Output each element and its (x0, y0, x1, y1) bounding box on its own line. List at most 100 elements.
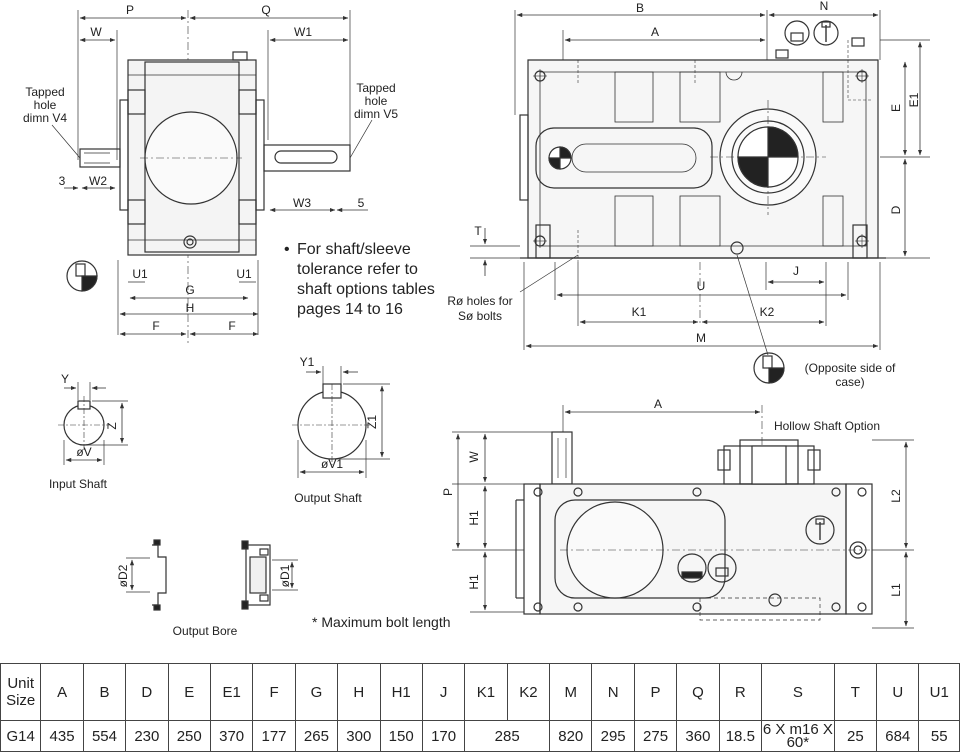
output-shaft-section (292, 366, 390, 478)
label-V: øV (76, 445, 91, 459)
label-E1: E1 (907, 92, 921, 107)
value-cell: 150 (379, 720, 423, 752)
label-D2: øD2 (116, 564, 130, 587)
value-cell: 554 (82, 720, 127, 752)
value-cell: 435 (40, 720, 84, 752)
header-cell: K1 (464, 663, 508, 721)
header-cell: G (294, 663, 339, 721)
output-bore-caption: Output Bore (173, 624, 238, 638)
label-M: M (696, 331, 706, 345)
value-cell: 370 (209, 720, 254, 752)
tolerance-line-3: shaft options tables (297, 281, 435, 298)
label-A-front: A (651, 25, 659, 39)
label-L1: L1 (889, 583, 903, 597)
header-cell: H1 (379, 663, 423, 721)
output-bore (126, 539, 298, 611)
header-cell: F (252, 663, 296, 721)
tapped-v5-line3: dimn V5 (354, 107, 398, 121)
input-shaft-caption: Input Shaft (49, 477, 108, 491)
dimension-table: Unit Size A B D E E1 F G H H1 J K1 K2 M … (0, 663, 960, 752)
label-J: J (793, 264, 799, 278)
label-U: U (697, 279, 706, 293)
value-cell: 250 (167, 720, 211, 752)
label-A-top: A (654, 397, 662, 411)
value-cell: 25 (833, 720, 878, 752)
value-cell: 265 (294, 720, 339, 752)
tapped-v4-line1: Tapped (25, 85, 64, 99)
header-cell: N (591, 663, 635, 721)
label-U1-left: U1 (132, 267, 148, 281)
label-V1: øV1 (321, 457, 343, 471)
label-N: N (820, 0, 829, 13)
header-cell: P (633, 663, 678, 721)
tolerance-line-2: tolerance refer to (297, 261, 418, 278)
value-cell-k1-k2: 285 (464, 720, 551, 752)
opposite-note-line1: (Opposite side of (805, 361, 896, 375)
holes-note-line2: Sø bolts (458, 309, 502, 323)
label-5: 5 (358, 196, 365, 210)
tapped-v4-line2: hole (34, 98, 57, 112)
label-W3: W3 (293, 196, 311, 210)
value-cell: 300 (337, 720, 381, 752)
bolt-note: * Maximum bolt length (312, 614, 451, 630)
label-U1-right: U1 (236, 267, 252, 281)
tolerance-line-4: pages 14 to 16 (297, 301, 403, 318)
value-cell: 177 (252, 720, 296, 752)
label-Z: Z (105, 422, 119, 429)
header-cell: Unit Size (0, 663, 42, 721)
header-cell: H (337, 663, 381, 721)
table-header-row: Unit Size A B D E E1 F G H H1 J K1 K2 M … (0, 663, 960, 721)
header-cell: D (125, 663, 169, 721)
bullet-icon: • (284, 241, 290, 258)
label-H1-lower: H1 (467, 574, 481, 590)
front-view-labels: B N A E1 E D T J U K1 K2 M Rø holes for … (447, 0, 921, 389)
label-W-top: W (467, 451, 481, 463)
header-cell: B (82, 663, 127, 721)
label-W: W (90, 25, 102, 39)
value-cell: G14 (0, 720, 42, 752)
header-cell: J (421, 663, 466, 721)
top-view (452, 405, 914, 629)
hollow-shaft-caption: Hollow Shaft Option (774, 419, 880, 433)
value-cell-s: 6 X m16 X 60* (761, 720, 835, 752)
label-T: T (474, 224, 482, 238)
header-cell: E (167, 663, 211, 721)
top-view-labels: A Hollow Shaft Option W P H1 H1 L2 L1 (441, 397, 903, 597)
label-F-right: F (228, 319, 235, 333)
tapped-v4-line3: dimn V4 (23, 111, 67, 125)
dimension-drawing: P Q W W1 3 W2 W3 5 U1 U1 G H F F Tapped … (23, 0, 930, 638)
side-view (51, 10, 373, 345)
label-D1: øD1 (278, 564, 292, 587)
value-cell: 820 (549, 720, 593, 752)
header-cell: Q (676, 663, 720, 721)
value-cell: 684 (876, 720, 920, 752)
label-F-left: F (152, 319, 159, 333)
label-H: H (186, 301, 195, 315)
label-Y1: Y1 (300, 355, 315, 369)
header-cell: U (876, 663, 920, 721)
label-B: B (636, 1, 644, 15)
header-cell: M (549, 663, 593, 721)
header-cell: U1 (918, 663, 960, 721)
side-view-labels: P Q W W1 3 W2 W3 5 U1 U1 G H F F Tapped … (23, 3, 398, 333)
label-Q: Q (261, 3, 270, 17)
label-K1: K1 (632, 305, 647, 319)
value-cell: 230 (125, 720, 169, 752)
label-P-top: P (441, 488, 455, 496)
label-H1-upper: H1 (467, 510, 481, 526)
label-L2: L2 (889, 489, 903, 503)
label-W1: W1 (294, 25, 312, 39)
tapped-v5-line1: Tapped (356, 81, 395, 95)
header-cell: K2 (506, 663, 551, 721)
label-Z1: Z1 (365, 415, 379, 429)
table-row: G14 435 554 230 250 370 177 265 300 150 … (0, 720, 960, 752)
tapped-v5-line2: hole (365, 94, 388, 108)
header-cell: A (40, 663, 84, 721)
label-K2: K2 (760, 305, 775, 319)
front-view (470, 10, 930, 384)
header-cell: S (761, 663, 835, 721)
header-cell: E1 (209, 663, 254, 721)
label-Y: Y (61, 372, 69, 386)
tolerance-line-1: For shaft/sleeve (297, 241, 411, 258)
value-cell: 18.5 (718, 720, 763, 752)
